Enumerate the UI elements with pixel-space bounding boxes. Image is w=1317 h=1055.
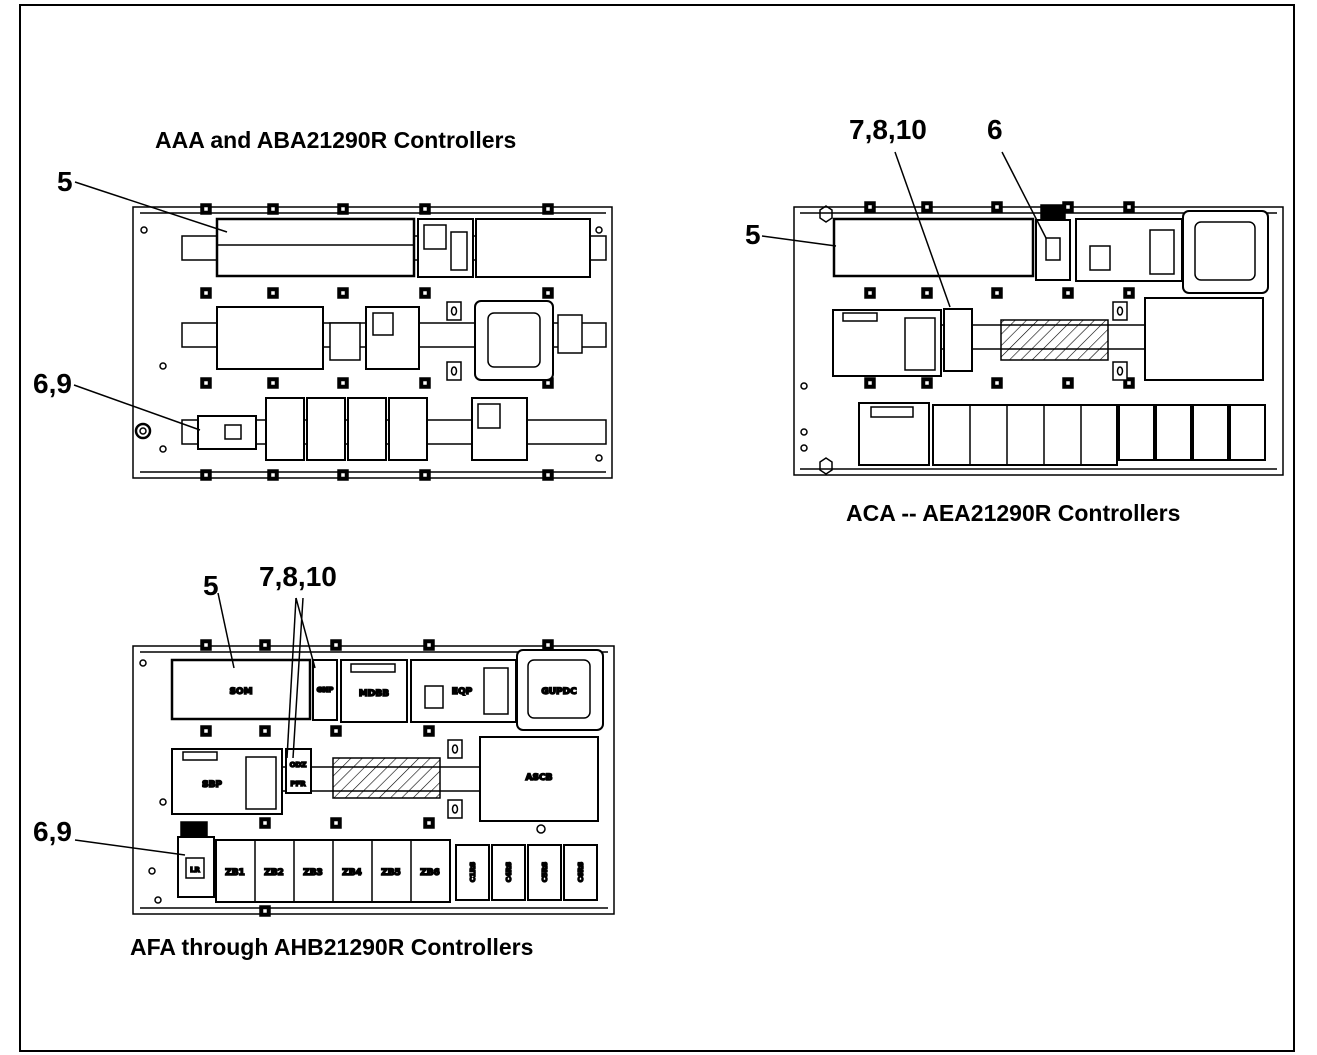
callout-a-6-9: 6,9 <box>33 368 72 399</box>
leader-lines <box>73 151 1047 856</box>
svg-text:PFR: PFR <box>290 780 306 788</box>
panel-c: SOM GNP MDBB EQP GUPDC SBP ODZ PFR ASCB … <box>132 639 615 917</box>
svg-text:C1RS: C1RS <box>469 862 477 882</box>
callout-b-7-8-10: 7,8,10 <box>849 114 927 145</box>
callout-a-5: 5 <box>57 166 73 197</box>
caption-afa-ahb: AFA through AHB21290R Controllers <box>130 934 534 960</box>
svg-text:GUPDC: GUPDC <box>541 687 577 697</box>
callout-b-5: 5 <box>745 219 761 250</box>
callout-c-5: 5 <box>203 570 219 601</box>
svg-text:C6RS: C6RS <box>577 862 585 882</box>
svg-text:ZB3: ZB3 <box>303 868 323 878</box>
svg-text:SOM: SOM <box>229 687 252 697</box>
callout-c-7-8-10: 7,8,10 <box>259 561 337 592</box>
svg-text:ASCB: ASCB <box>526 773 553 783</box>
svg-text:C4RS: C4RS <box>505 862 513 882</box>
svg-text:SBP: SBP <box>202 780 222 790</box>
svg-text:GNP: GNP <box>317 686 334 694</box>
svg-text:C5RS: C5RS <box>541 862 549 882</box>
svg-text:ZB5: ZB5 <box>381 868 401 878</box>
svg-text:EQP: EQP <box>452 687 473 697</box>
callout-b-6: 6 <box>987 114 1003 145</box>
svg-text:ZB2: ZB2 <box>264 868 284 878</box>
caption-aca-aea: ACA -- AEA21290R Controllers <box>846 500 1181 526</box>
svg-text:LR: LR <box>190 866 200 874</box>
svg-text:MDBB: MDBB <box>359 689 389 699</box>
svg-text:ZB4: ZB4 <box>342 868 362 878</box>
svg-text:ODZ: ODZ <box>290 761 307 769</box>
figure-frame <box>19 4 1295 1052</box>
panel-a <box>132 203 613 481</box>
panel-b <box>793 201 1284 476</box>
callout-c-6-9: 6,9 <box>33 816 72 847</box>
svg-text:ZB6: ZB6 <box>420 868 440 878</box>
svg-text:ZB1: ZB1 <box>225 868 245 878</box>
caption-aaa-aba: AAA and ABA21290R Controllers <box>155 127 517 153</box>
